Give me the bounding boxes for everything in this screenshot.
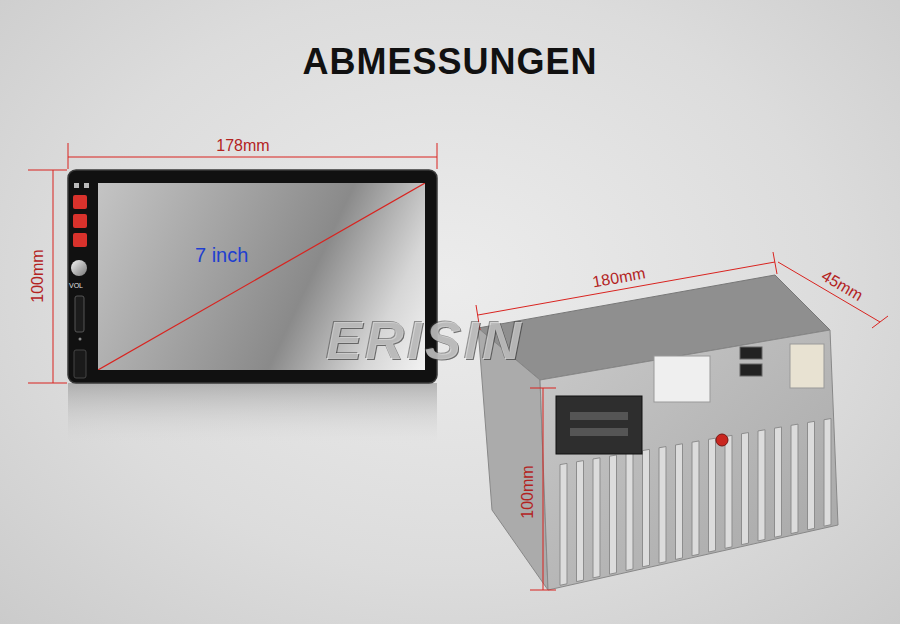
aux-connector — [654, 356, 710, 402]
connector-pins — [570, 428, 628, 436]
volume-knob — [71, 260, 87, 276]
heatsink-fin — [676, 444, 683, 560]
reset-hole — [79, 338, 82, 341]
heatsink-fin — [709, 438, 716, 552]
menu-icon — [84, 183, 89, 188]
heatsink-fin — [824, 419, 831, 527]
heatsink-fin — [692, 441, 699, 556]
heatsink-fin — [791, 424, 798, 533]
heatsink-fin — [742, 433, 749, 545]
knob-label: VOL — [69, 282, 83, 289]
mic-icon — [74, 183, 79, 188]
heatsink-fin — [610, 455, 617, 574]
page-title: ABMESSUNGEN — [302, 44, 597, 80]
home-button — [73, 214, 87, 228]
nav-button — [73, 233, 87, 247]
usb-port — [740, 347, 762, 359]
dimension-label: 178mm — [216, 138, 269, 154]
connector-pins — [570, 412, 628, 420]
heatsink-fin — [775, 427, 782, 537]
heatsink-fin — [626, 452, 633, 570]
side-face — [478, 328, 548, 590]
heatsink-fin — [808, 421, 815, 530]
iso-connector — [556, 396, 642, 454]
dimension-label: 45mm — [819, 268, 865, 304]
dimension-label: 100mm — [520, 465, 536, 518]
power-button — [73, 195, 87, 209]
screen-size: 7 inch — [195, 245, 248, 265]
usb-port — [740, 364, 762, 376]
heatsink-fin — [593, 458, 600, 578]
watermark: ERISIN — [326, 313, 524, 367]
heatsink-fin — [577, 461, 584, 582]
heatsink-fin — [659, 447, 666, 564]
dimension-lines — [476, 252, 888, 590]
heatsink-fin — [643, 449, 650, 566]
antenna-connector — [790, 344, 824, 388]
card-slot — [75, 296, 84, 332]
back-face — [540, 330, 838, 590]
usb-cover — [74, 350, 86, 378]
heatsink-fin — [725, 435, 732, 548]
reflection — [68, 383, 437, 443]
heatsink-fin — [758, 430, 765, 541]
heatsink-fin — [560, 463, 567, 585]
dimension-label: 100mm — [30, 249, 46, 302]
gps-antenna-jack — [716, 434, 728, 446]
